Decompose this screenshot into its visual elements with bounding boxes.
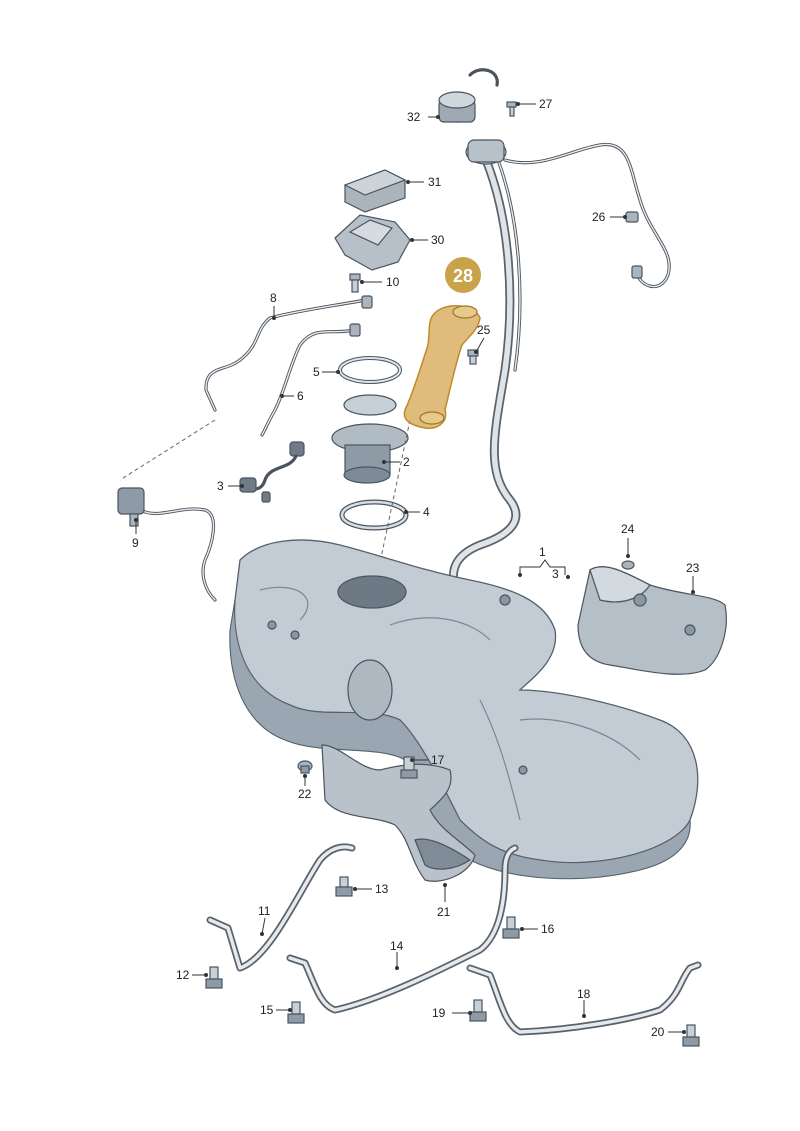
bolt-15[interactable]: [287, 1001, 305, 1024]
callout-25: 25: [474, 323, 491, 354]
svg-text:10: 10: [386, 275, 400, 289]
callout-24: 24: [621, 522, 635, 558]
svg-text:3: 3: [217, 479, 224, 493]
callout-21: 21: [437, 883, 451, 919]
callout-23: 23: [686, 561, 700, 594]
bolt-17[interactable]: [400, 756, 418, 779]
svg-text:21: 21: [437, 905, 451, 919]
screw-25[interactable]: [467, 349, 479, 365]
svg-text:22: 22: [298, 787, 312, 801]
bolt-16[interactable]: [502, 916, 520, 939]
svg-text:11: 11: [258, 904, 271, 918]
callout-20: 20: [651, 1025, 686, 1039]
highlight-badge: 28: [445, 257, 481, 293]
callout-14: 14: [390, 939, 404, 970]
vent-line[interactable]: [503, 142, 671, 289]
screw-27[interactable]: [506, 101, 517, 117]
callout-27: 27: [516, 97, 553, 111]
fuel-tank[interactable]: [229, 539, 699, 880]
part-28-highlighted[interactable]: [403, 305, 481, 429]
callout-3-left: 3: [217, 479, 244, 493]
svg-text:16: 16: [541, 922, 555, 936]
callout-8: 8: [270, 291, 277, 320]
screw-10[interactable]: [349, 273, 361, 293]
fuel-pump-module[interactable]: [331, 394, 409, 484]
callout-6: 6: [280, 389, 304, 403]
callout-10: 10: [360, 275, 400, 289]
svg-text:15: 15: [260, 1003, 274, 1017]
bolt-12[interactable]: [205, 966, 223, 989]
filler-head[interactable]: [465, 139, 507, 165]
svg-text:17: 17: [431, 753, 445, 767]
callout-12: 12: [176, 968, 208, 982]
svg-text:4: 4: [423, 505, 430, 519]
svg-text:9: 9: [132, 536, 139, 550]
callout-19: 19: [432, 1006, 472, 1020]
svg-text:8: 8: [270, 291, 277, 305]
fuel-line-6[interactable]: [260, 323, 361, 437]
highlight-number: 28: [453, 266, 473, 286]
callout-5: 5: [313, 365, 340, 379]
locking-ring-4[interactable]: [339, 499, 409, 531]
nut-22[interactable]: [297, 760, 313, 774]
bolt-19[interactable]: [469, 999, 487, 1022]
strap-11[interactable]: [206, 843, 356, 972]
callout-16: 16: [520, 922, 555, 936]
svg-text:12: 12: [176, 968, 190, 982]
heat-shield-21[interactable]: [321, 744, 476, 882]
callout-32: 32: [407, 110, 440, 124]
svg-text:23: 23: [686, 561, 700, 575]
callout-30: 30: [410, 233, 445, 247]
callout-31: 31: [406, 175, 442, 189]
svg-text:14: 14: [390, 939, 404, 953]
callout-15: 15: [260, 1003, 292, 1017]
bracket-30[interactable]: [334, 214, 411, 271]
svg-text:18: 18: [577, 987, 591, 1001]
fuel-line-8[interactable]: [204, 295, 373, 412]
control-unit-31[interactable]: [343, 169, 407, 213]
svg-text:25: 25: [477, 323, 491, 337]
svg-text:32: 32: [407, 110, 421, 124]
nut-24[interactable]: [621, 560, 635, 570]
callout-18: 18: [577, 987, 591, 1018]
svg-text:6: 6: [297, 389, 304, 403]
svg-text:3: 3: [552, 567, 559, 581]
svg-text:30: 30: [431, 233, 445, 247]
svg-text:13: 13: [375, 882, 389, 896]
svg-text:27: 27: [539, 97, 553, 111]
sender-unit-3[interactable]: [239, 441, 305, 503]
svg-text:1: 1: [539, 545, 546, 559]
callout-1: 1: [518, 545, 570, 579]
fuel-cap[interactable]: [438, 68, 499, 123]
svg-text:31: 31: [428, 175, 442, 189]
svg-text:26: 26: [592, 210, 606, 224]
svg-text:19: 19: [432, 1006, 446, 1020]
callout-3-right: 3: [552, 567, 559, 581]
svg-text:5: 5: [313, 365, 320, 379]
filler-neck-pipe[interactable]: [448, 155, 522, 595]
callout-4: 4: [404, 505, 430, 519]
bolt-20[interactable]: [682, 1024, 700, 1047]
bolt-13[interactable]: [335, 876, 353, 897]
svg-text:24: 24: [621, 522, 635, 536]
callout-11: 11: [258, 904, 271, 936]
callout-9: 9: [132, 518, 139, 550]
callout-2: 2: [382, 455, 410, 469]
heat-shield-23[interactable]: [577, 566, 727, 675]
callout-20-text-fix: 20: [651, 1025, 665, 1039]
svg-text:2: 2: [403, 455, 410, 469]
strap-18[interactable]: [466, 961, 702, 1036]
strap-14[interactable]: [286, 844, 519, 1014]
callout-22: 22: [298, 774, 312, 801]
callout-26: 26: [592, 210, 627, 224]
seal-ring-5[interactable]: [338, 356, 402, 384]
callout-13: 13: [353, 882, 389, 896]
callout-17: 17: [410, 753, 445, 767]
